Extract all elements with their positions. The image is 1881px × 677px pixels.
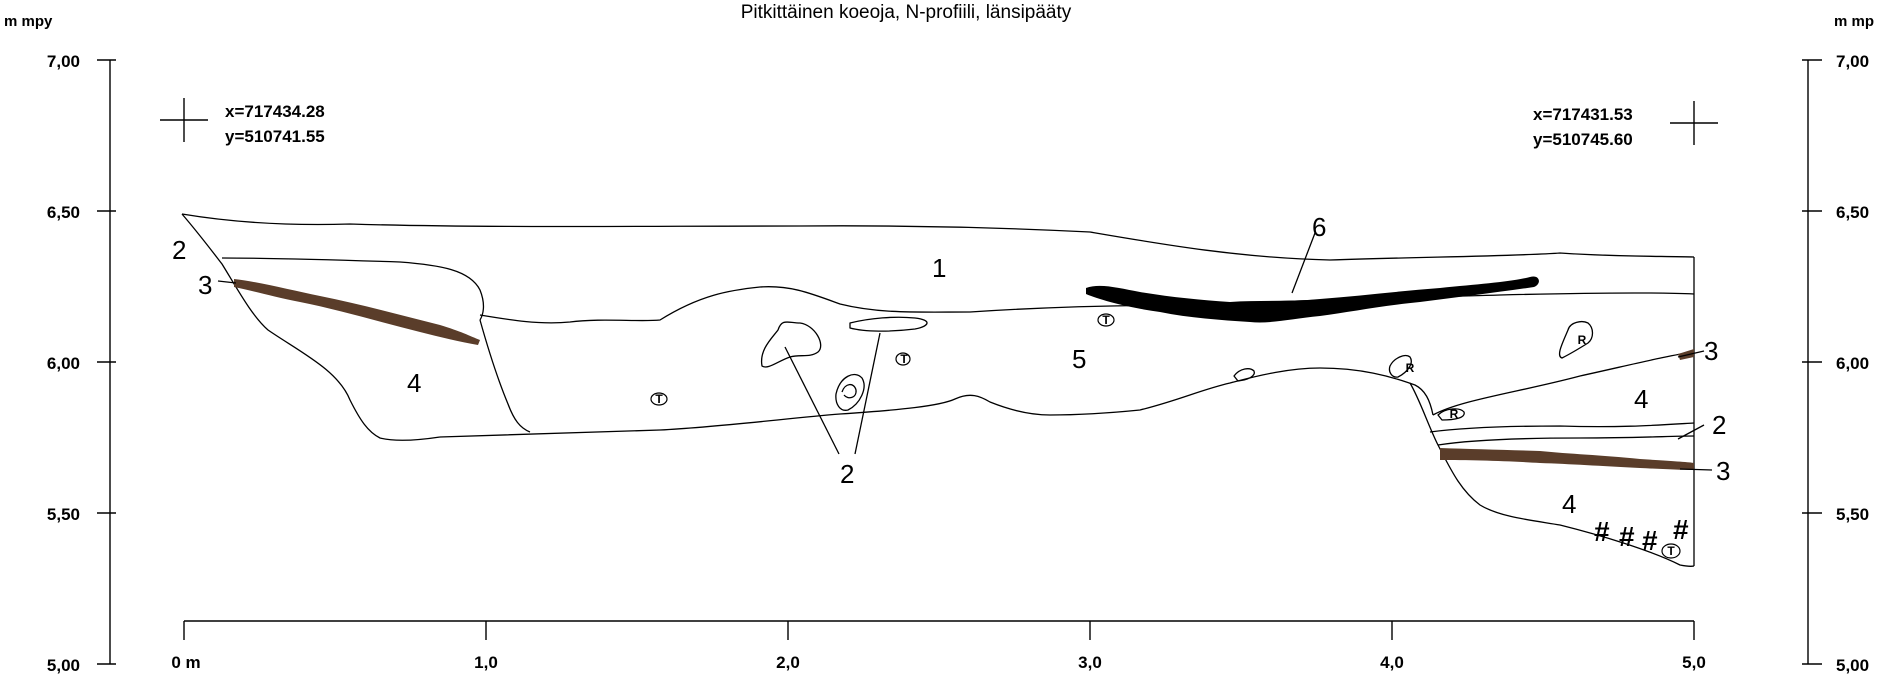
hash-mark: # (1642, 525, 1658, 556)
right-elevation-axis: m mp 7,00 6,50 6,00 5,50 5,00 (1802, 13, 1874, 675)
find-marker-r: R (1578, 333, 1587, 347)
layer-label-6: 6 (1312, 212, 1326, 242)
distance-tick-label: 4,0 (1380, 653, 1404, 672)
svg-text:R: R (1406, 361, 1415, 375)
layer-label-3-left: 3 (198, 270, 212, 300)
coordinate-y-left: y=510741.55 (225, 127, 325, 146)
layer-label-3-right-lower: 3 (1716, 456, 1730, 486)
find-marker-t: T (895, 352, 911, 366)
right-tick-label: 6,50 (1836, 203, 1869, 222)
inclusions (760, 316, 1594, 421)
layer-label-4-left: 4 (407, 368, 421, 398)
distance-tick-label: 5,0 (1682, 653, 1706, 672)
right-tick-label: 6,00 (1836, 354, 1869, 373)
leader-lines (217, 232, 1713, 471)
find-marker-r: R (1450, 407, 1459, 421)
right-tick-label: 5,50 (1836, 505, 1869, 524)
layer-label-4-right-lower: 4 (1562, 489, 1576, 519)
distance-tick-label: 1,0 (474, 653, 498, 672)
right-tick-label: 5,00 (1836, 656, 1869, 675)
coordinate-marker-left: x=717434.28 y=510741.55 (160, 98, 325, 146)
left-axis-unit: m mpy (4, 13, 53, 30)
coordinate-y-right: y=510745.60 (1533, 130, 1633, 149)
charcoal-band-right (1440, 448, 1694, 470)
layer-labels: 1 2 3 4 5 6 2 3 4 2 3 4 (172, 212, 1730, 519)
distance-tick-label: 2,0 (776, 653, 800, 672)
coordinate-x-left: x=717434.28 (225, 102, 325, 121)
left-tick-label: 6,50 (47, 203, 80, 222)
svg-text:R: R (1450, 407, 1459, 421)
hash-symbols: # # # # (1594, 514, 1689, 556)
distance-scale: 0 m 1,0 2,0 3,0 4,0 5,0 (171, 620, 1706, 672)
charcoal-band-left (234, 279, 480, 345)
layer-label-5: 5 (1072, 344, 1086, 374)
svg-text:T: T (655, 392, 663, 406)
left-tick-label: 5,50 (47, 505, 80, 524)
left-tick-label: 7,00 (47, 52, 80, 71)
layer-label-3-right-upper: 3 (1704, 336, 1718, 366)
layer-label-2-left: 2 (172, 235, 186, 265)
right-axis-unit: m mp (1834, 13, 1874, 30)
left-elevation-axis: m mpy 7,00 6,50 6,00 5,50 5,00 (4, 13, 116, 675)
left-tick-label: 6,00 (47, 354, 80, 373)
find-marker-t: T (650, 392, 668, 406)
hash-mark: # (1673, 514, 1689, 545)
distance-tick-label: 3,0 (1078, 653, 1102, 672)
svg-text:T: T (900, 352, 908, 366)
layer-label-1: 1 (932, 253, 946, 283)
drawing-title: Pitkittäinen koeoja, N-profiili, länsipä… (741, 2, 1072, 23)
svg-text:T: T (1667, 544, 1675, 558)
layer-label-2-middle: 2 (840, 459, 854, 489)
left-tick-label: 5,00 (47, 656, 80, 675)
find-markers: T T T T R R R (650, 313, 1681, 559)
coordinate-x-right: x=717431.53 (1533, 105, 1633, 124)
hash-mark: # (1619, 521, 1635, 552)
coordinate-marker-right: x=717431.53 y=510745.60 (1533, 101, 1718, 149)
find-marker-r: R (1406, 361, 1415, 375)
find-marker-t: T (1661, 543, 1681, 559)
find-marker-t: T (1097, 313, 1115, 327)
layer-label-2-right: 2 (1712, 410, 1726, 440)
stratigraphy-lines (181, 213, 1695, 567)
charcoal-layer-3 (234, 279, 1694, 470)
hash-mark: # (1594, 516, 1610, 547)
layer-label-4-right-middle: 4 (1634, 384, 1648, 414)
black-layer-6 (1086, 276, 1539, 323)
distance-tick-label: 0 m (171, 653, 200, 672)
svg-text:T: T (1102, 313, 1110, 327)
svg-text:R: R (1578, 333, 1587, 347)
right-tick-label: 7,00 (1836, 52, 1869, 71)
